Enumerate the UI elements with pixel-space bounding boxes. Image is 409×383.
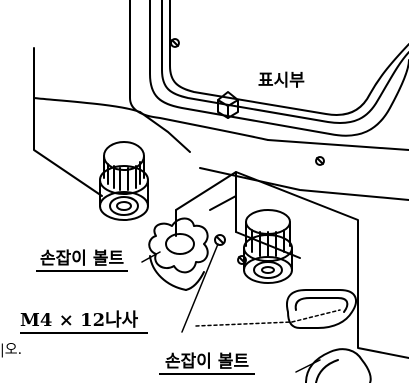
label-handle-bolt-bottom: 손잡이 볼트 [159, 354, 256, 375]
display-frame [149, 0, 409, 137]
label-handle-bolt-top: 손잡이 볼트 [36, 251, 129, 272]
frame-screw-top [170, 38, 180, 48]
bracket-slot [286, 289, 357, 329]
frame-screw-right [315, 156, 325, 166]
handle-knob-left [148, 217, 209, 291]
cable-gland-right [243, 209, 293, 284]
label-m4-screw: M4 × 12나사 [20, 312, 149, 334]
cable-gland-left [99, 141, 149, 221]
housing-outline [33, 0, 409, 359]
m4-screw-head [214, 234, 247, 265]
label-cut-text: |오. [0, 342, 23, 358]
mounting-bracket [175, 171, 359, 259]
handle-knob-right [305, 348, 372, 383]
leader-lines [141, 243, 341, 373]
label-display: 표시부 [258, 71, 305, 91]
hex-fitting [217, 91, 239, 119]
